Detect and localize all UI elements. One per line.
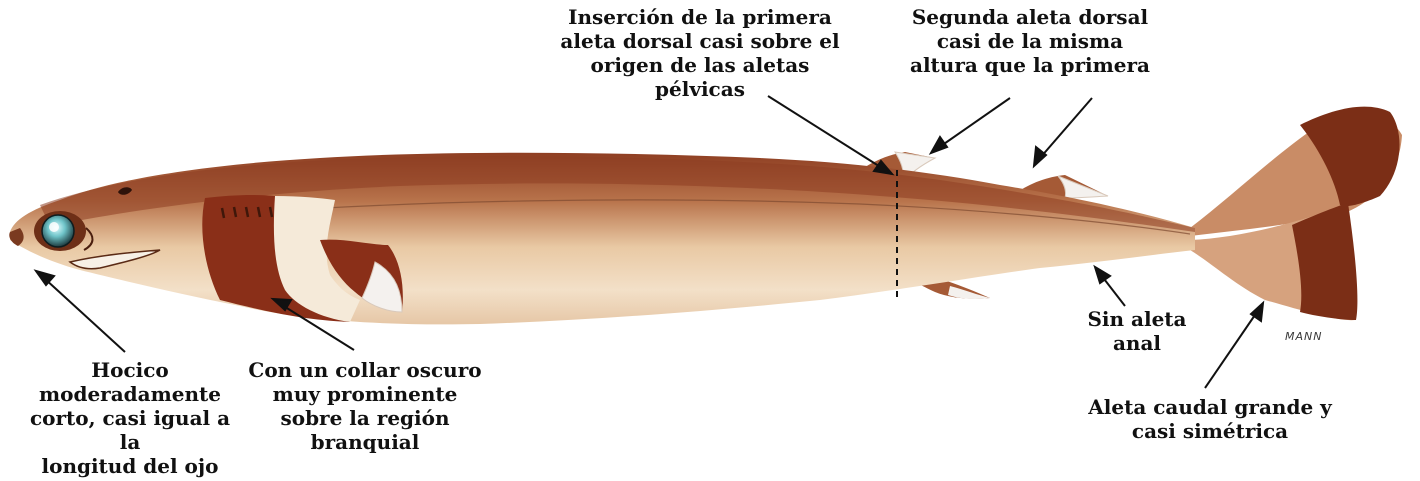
- arrowhead-no-anal: [1095, 267, 1110, 283]
- label-snout: Hocico moderadamente corto, casi igual a…: [20, 358, 240, 478]
- eye-highlight: [49, 222, 59, 232]
- label-no-anal-fin: Sin aleta anal: [1082, 307, 1192, 355]
- arrowhead-second-dorsal-b: [1034, 147, 1046, 166]
- second-dorsal-fin-tip: [1058, 176, 1108, 198]
- eye: [42, 215, 74, 247]
- label-caudal-fin: Aleta caudal grande y casi simétrica: [1075, 395, 1345, 443]
- label-first-dorsal-insertion: Inserción de la primera aleta dorsal cas…: [545, 5, 855, 101]
- arrowhead-second-dorsal-a: [931, 137, 947, 153]
- arrowhead-snout: [36, 271, 54, 285]
- label-second-dorsal: Segunda aleta dorsal casi de la misma al…: [895, 5, 1165, 77]
- label-collar: Con un collar oscuro muy prominente sobr…: [240, 358, 490, 454]
- artist-signature: MANN: [1285, 330, 1322, 343]
